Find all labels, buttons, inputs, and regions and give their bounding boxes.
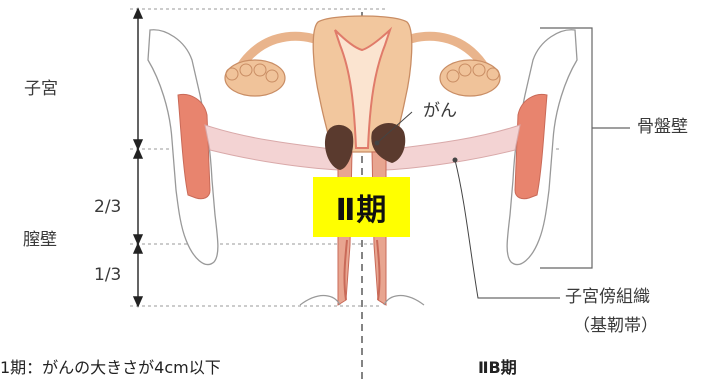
label-uterus: 子宮 <box>24 81 58 98</box>
caption-right: ⅡB期 <box>478 360 517 376</box>
right-parametrium <box>385 125 520 170</box>
left-ovary <box>225 60 285 96</box>
label-pelvic-wall: 骨盤壁 <box>637 119 688 136</box>
caption-left: 1期：がんの大きさが4cm以下 <box>0 360 221 376</box>
label-one-third: 1/3 <box>94 267 121 284</box>
stage-badge: Ⅱ期 <box>313 177 410 237</box>
right-ovary <box>440 60 500 96</box>
label-vaginal-wall: 膣壁 <box>23 232 57 249</box>
label-two-thirds: 2/3 <box>94 199 121 216</box>
label-parametrium: 子宮傍組織 <box>565 289 650 306</box>
left-parametrium <box>205 125 340 170</box>
label-cancer: がん <box>423 103 457 120</box>
label-cardinal-ligament: （基靭帯） <box>573 318 658 335</box>
